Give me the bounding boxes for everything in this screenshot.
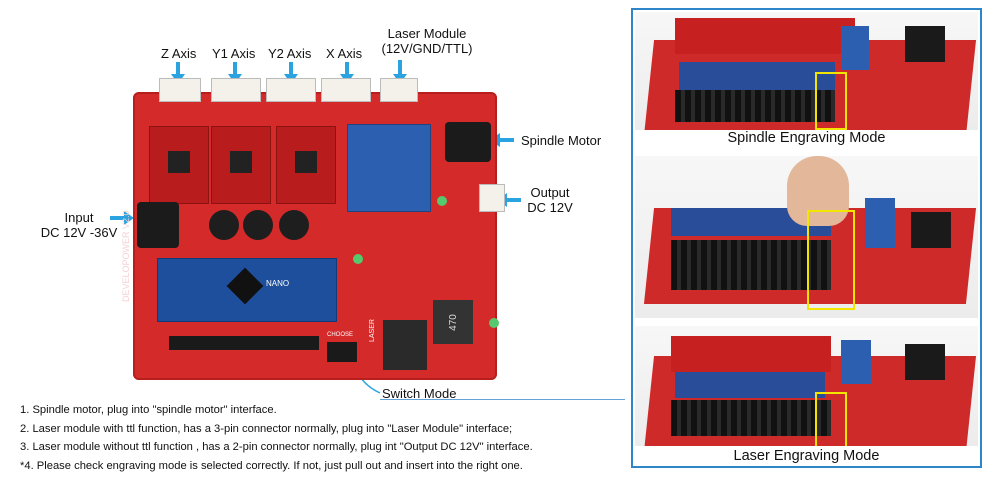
capacitor [279, 210, 309, 240]
arduino-nano: NANO [157, 258, 337, 322]
highlight-box [815, 72, 847, 130]
finger [787, 156, 849, 226]
nano-silkscreen: NANO [266, 279, 290, 288]
y2-axis-label: Y2 Axis [268, 46, 312, 61]
laser-mode-photo [635, 326, 978, 446]
stepper-driver-y2 [276, 126, 336, 204]
switch-mode-label: Switch Mode [382, 386, 457, 401]
led [437, 196, 447, 206]
switching-photo [635, 156, 978, 318]
relay [347, 124, 431, 212]
led [353, 254, 363, 264]
inductor: 470 [433, 300, 473, 344]
output-label: Output DC 12V [527, 185, 573, 215]
y2-axis-connector [266, 78, 316, 102]
controller-board: NANO DEVELOPOWER V2.0 CHOOSE LASER 470 [121, 78, 505, 380]
led [489, 318, 499, 328]
capacitor [243, 210, 273, 240]
note-item: 1. Spindle motor, plug into "spindle mot… [20, 404, 277, 416]
note-item: 3. Laser module without ttl function , h… [20, 441, 533, 453]
highlight-box [815, 392, 847, 446]
highlight-box [807, 210, 855, 310]
laser-mode-caption: Laser Engraving Mode [733, 448, 880, 464]
z-axis-label: Z Axis [161, 46, 197, 61]
laser-module-connector [380, 78, 418, 102]
capacitor [209, 210, 239, 240]
board-diagram: Z Axis Y1 Axis Y2 Axis X Axis Laser Modu… [40, 26, 625, 401]
spindle-mode-caption: Spindle Engraving Mode [727, 130, 886, 146]
inductor-value: 470 [447, 313, 459, 331]
laser-silkscreen: LASER [369, 319, 376, 342]
input-dc-jack [137, 202, 179, 248]
mode-jumper: CHOOSE [327, 332, 357, 362]
x-axis-label: X Axis [326, 46, 363, 61]
voltage-regulator [383, 320, 427, 370]
laser-module-label: Laser Module (12V/GND/TTL) [381, 26, 473, 56]
x-axis-connector [321, 78, 371, 102]
version-silkscreen: DEVELOPOWER V2.0 [121, 210, 131, 302]
modes-panel: Spindle Engraving Mode Laser Engraving M… [631, 8, 982, 468]
spindle-motor-label: Spindle Motor [521, 133, 602, 148]
output-dc12v-connector [479, 184, 505, 212]
note-item: 2. Laser module with ttl function, has a… [20, 422, 513, 435]
spindle-mode-photo [635, 12, 978, 130]
y1-axis-connector [211, 78, 261, 102]
input-label: Input DC 12V -36V [40, 210, 118, 240]
instructions: 1. Spindle motor, plug into "spindle mot… [20, 401, 620, 475]
stepper-driver-z [149, 126, 209, 204]
y1-axis-label: Y1 Axis [212, 46, 256, 61]
note-item: *4. Please check engraving mode is selec… [20, 459, 523, 472]
pin-header [169, 336, 319, 350]
spindle-motor-jack [445, 122, 491, 162]
stepper-driver-y1 [211, 126, 271, 204]
z-axis-connector [159, 78, 201, 102]
